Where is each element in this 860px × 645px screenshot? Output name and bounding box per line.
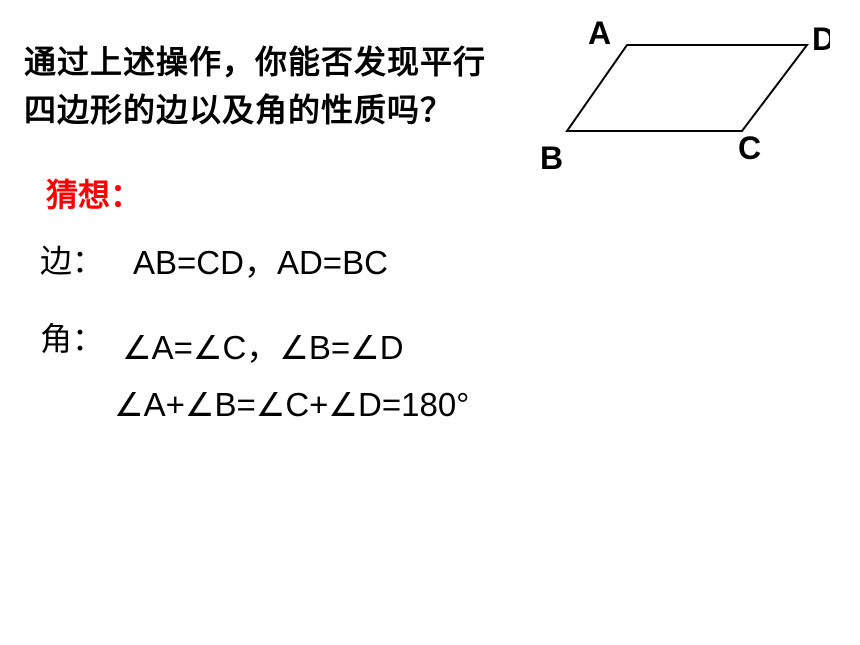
sides-label: 边： [40,242,105,280]
parallelogram-figure: A D B C [540,15,830,176]
angles-conjecture-2: ∠A+∠B=∠C+∠D=180° [114,386,470,423]
conjecture-heading: 猜想： [46,176,143,214]
parallelogram-shape [565,44,810,132]
vertex-label-b: B [540,140,563,176]
question-line-2: 四边形的边以及角的性质吗？ [24,91,454,129]
question-line-1: 通过上述操作，你能否发现平行 [24,43,487,81]
vertex-label-d: D [812,21,830,57]
question-text: 通过上述操作，你能否发现平行 四边形的边以及角的性质吗？ [24,38,486,134]
sides-conjecture: AB=CD，AD=BC [133,244,388,281]
angles-conjecture-1: ∠A=∠C，∠B=∠D [122,329,404,366]
angles-label: 角： [40,320,105,358]
vertex-label-c: C [738,130,761,166]
vertex-label-a: A [588,15,611,51]
